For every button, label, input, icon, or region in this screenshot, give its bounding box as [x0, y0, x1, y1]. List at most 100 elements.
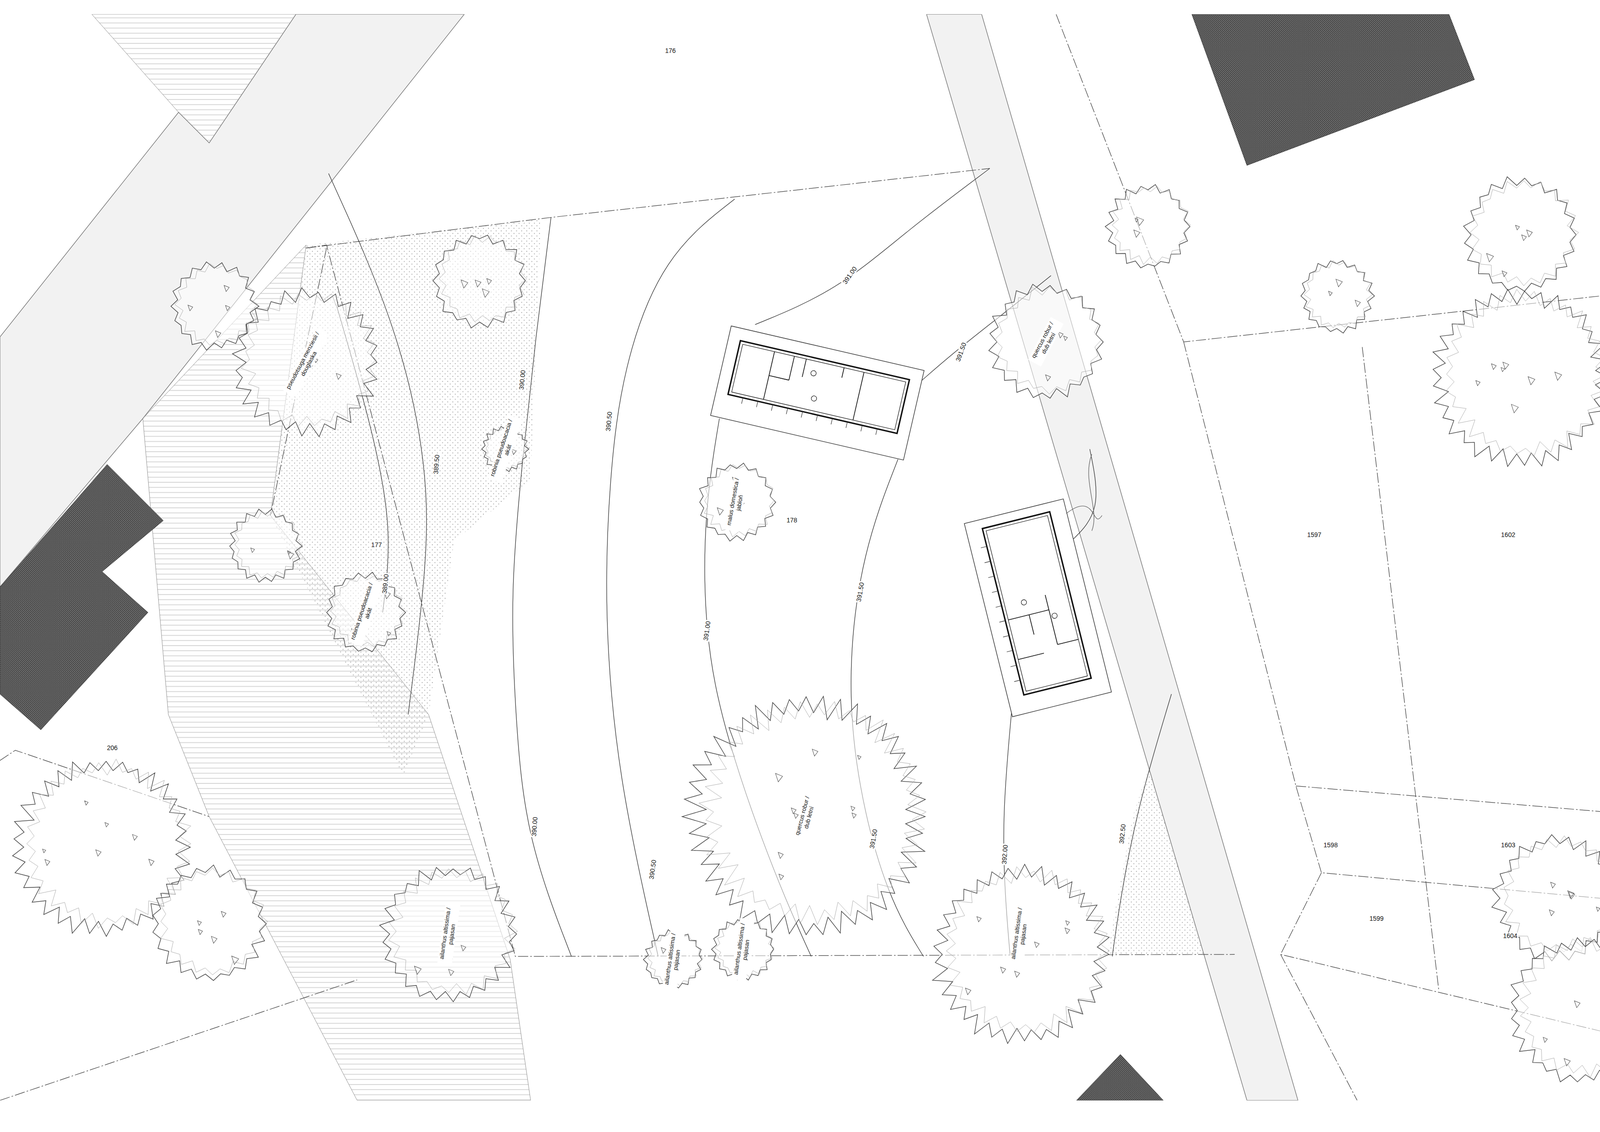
parcel-number: 177: [370, 541, 383, 549]
tree-crown: [682, 696, 926, 935]
contour-elevation: 389.50: [432, 453, 442, 476]
tree-crown-shade: [1470, 180, 1579, 286]
tree-symbol: [171, 261, 260, 351]
tree-symbol: [152, 864, 268, 981]
tree-crown-shade: [994, 286, 1102, 395]
tree-crown-shade: [234, 511, 303, 578]
tree-marks: [187, 285, 230, 338]
contour-elevation: 391.50: [867, 827, 879, 851]
tree-crown-shade: [1303, 260, 1373, 328]
parcel-boundaries: [0, 14, 1600, 1100]
parcel-number: 1603: [1500, 841, 1517, 849]
tree-crown-shade: [1503, 835, 1600, 952]
tree-crown: [229, 509, 303, 582]
tree-marks: [1542, 976, 1600, 1066]
parcel-number: 1599: [1368, 914, 1385, 922]
tree-marks: [775, 748, 861, 880]
tree-label-box: ailanthus altissima / pajasan: [1007, 900, 1034, 967]
tree-species: quercus robur / dub letní: [1028, 316, 1064, 367]
tree-marks: [1328, 279, 1361, 307]
tree-crown: [1433, 289, 1600, 467]
parcel-number: 206: [105, 744, 119, 752]
contour-elevation: 392.00: [1000, 843, 1010, 866]
tree-crown: [1491, 834, 1600, 961]
contour-elevation: 391.50: [854, 580, 866, 603]
tree-symbol: [1463, 176, 1579, 291]
tree-crown: [171, 261, 260, 351]
tree-species: robinia pseudoacacia / akát: [488, 415, 523, 484]
tree-crown-shade: [438, 235, 527, 322]
parcel-number: 1598: [1322, 841, 1339, 849]
neighbour-building: [0, 464, 164, 730]
tree-label-box: ailanthus altissima / pajasan: [660, 926, 686, 993]
road: [926, 14, 1298, 1100]
tree-crown-shade: [388, 868, 518, 995]
contour-lines: [328, 168, 1172, 956]
tree-symbol: [379, 867, 518, 1002]
tree-species: ailanthus altissima / pajasan: [661, 927, 685, 991]
contour-elevation: 390.50: [604, 410, 614, 433]
tree-label-box: quercus robur / dub letní: [1026, 315, 1065, 368]
tree-crown-shade: [174, 263, 258, 345]
tree-symbol: [1300, 260, 1375, 333]
tree-crown: [1463, 176, 1577, 291]
tree-symbol: [326, 571, 406, 652]
parcel-number: 1604: [1502, 932, 1519, 940]
parcel-number: 1597: [1306, 531, 1323, 539]
contour-line: [1112, 693, 1172, 956]
tree-symbol: [1433, 289, 1600, 467]
tree-species: ailanthus altissima / pajasan: [437, 902, 461, 966]
contour-line: [1071, 448, 1097, 541]
tree-crown: [1300, 260, 1375, 333]
parcel-number: 1602: [1500, 531, 1517, 539]
contour-elevation: 391.00: [841, 264, 859, 286]
tree-marks: [1133, 217, 1144, 238]
tree-marks: [1486, 225, 1533, 277]
contour-elevation: 391.00: [702, 619, 713, 642]
tree-label-box: ailanthus altissima / pajasan: [730, 916, 756, 982]
tree-crown-shade: [1445, 289, 1600, 456]
contour-elevation: 390.50: [648, 858, 659, 881]
tree-marks: [197, 911, 239, 965]
house: [964, 498, 1112, 717]
contour-elevation: 392.50: [1117, 822, 1128, 845]
tree-label-box: robinia pseudoacacia / akát: [347, 576, 385, 648]
contour-line: [755, 168, 991, 325]
tree-species: robinia pseudoacacia / akát: [348, 578, 383, 647]
tree-crown-shade: [699, 701, 927, 925]
tree-crown-shade: [1111, 186, 1191, 265]
contour-line: [512, 217, 572, 957]
contour-elevation: 391.50: [954, 340, 968, 364]
tree-marks: [1475, 362, 1562, 413]
tree-label-box: ailanthus altissima / pajasan: [436, 900, 462, 967]
path-line: [1066, 454, 1102, 531]
tree-symbol: [932, 863, 1110, 1044]
neighbour-building: [1191, 14, 1475, 166]
tree-symbol: [682, 696, 927, 935]
tree-crown: [232, 287, 378, 437]
plan-content: [0, 14, 1600, 1100]
tree-marks: [42, 800, 155, 866]
parcel-number: 176: [664, 47, 677, 55]
tree-symbol: [229, 509, 303, 582]
contour-elevation: 389.00: [381, 572, 391, 595]
tree-species: ailanthus altissima / pajasan: [731, 917, 754, 981]
tree-crown: [699, 462, 776, 541]
tree-species: ailanthus altissima / pajasan: [1008, 902, 1032, 966]
tree-species: quercus robur / dub letní: [792, 790, 820, 842]
tree-label-box: quercus robur / dub letní: [791, 789, 821, 843]
trees: [12, 176, 1600, 1082]
tree-marks: [1549, 882, 1600, 916]
grass-area: [91, 14, 296, 143]
tree-symbol: [699, 462, 776, 541]
tree-symbol: [1491, 834, 1600, 961]
parcel-number: 178: [785, 516, 798, 524]
tree-marks: [461, 278, 492, 298]
tree-crown: [988, 284, 1104, 399]
tree-crown: [1105, 184, 1190, 268]
tree-crown: [432, 234, 526, 328]
house: [710, 325, 925, 460]
tree-symbol: [232, 287, 378, 437]
